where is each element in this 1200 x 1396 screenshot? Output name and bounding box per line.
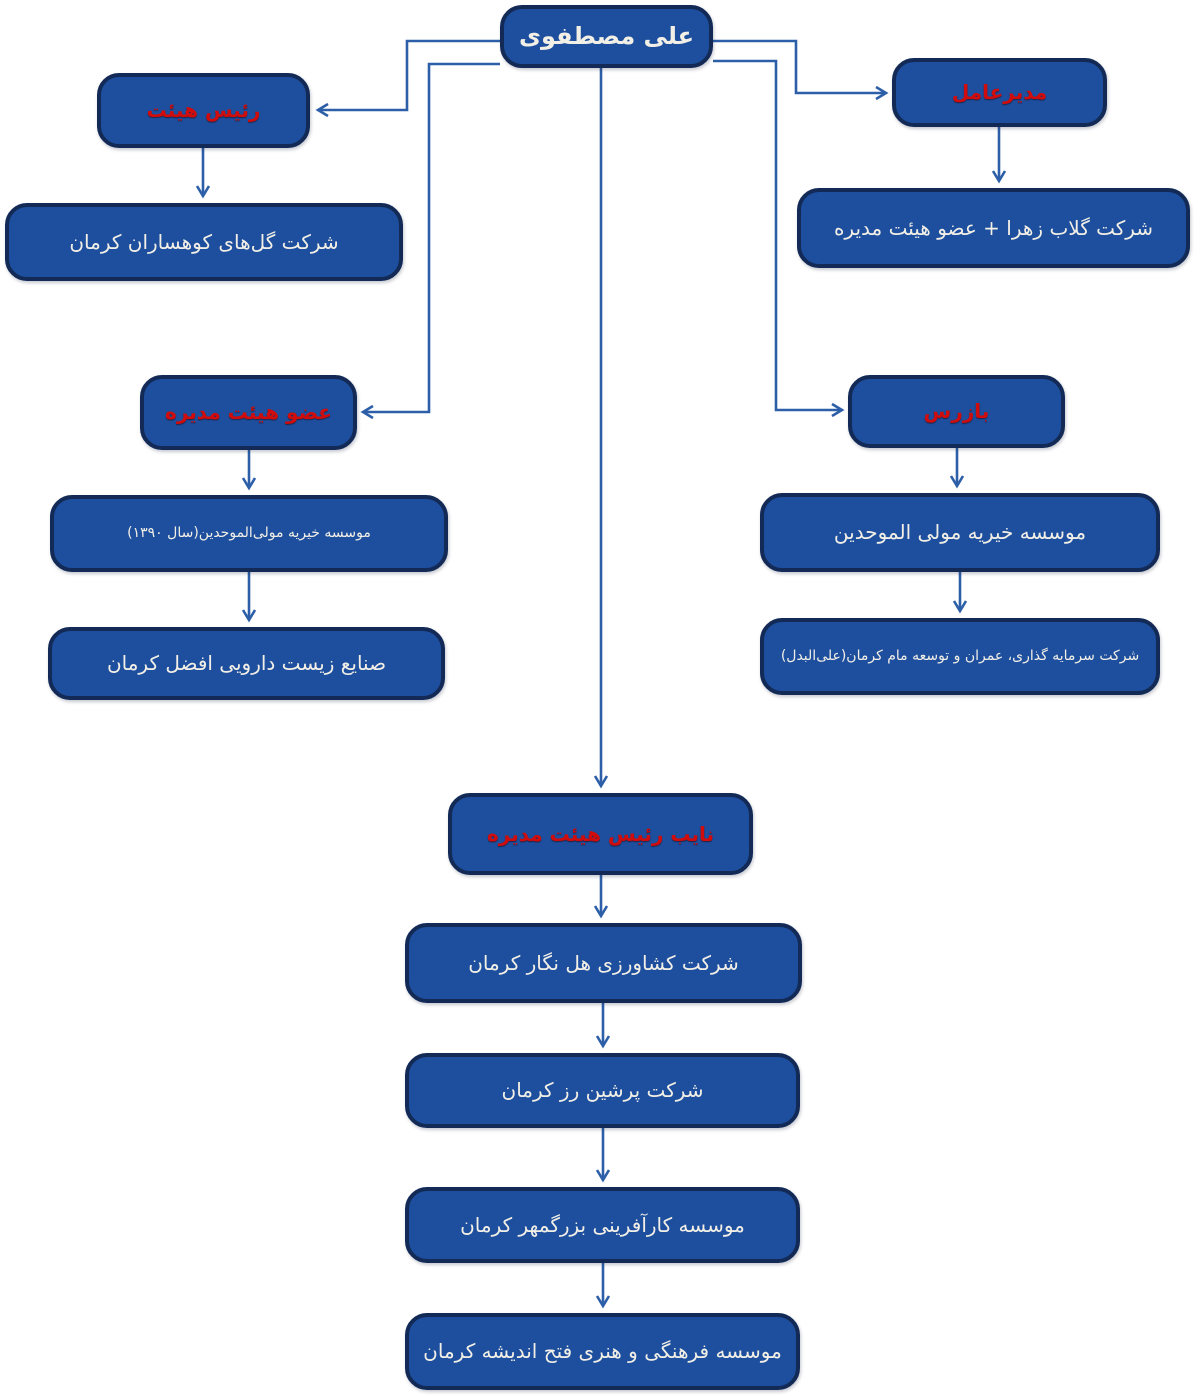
company-label: شرکت کشاورزی هل نگار کرمان: [468, 950, 739, 975]
company-label: شرکت پرشین رز کرمان: [501, 1078, 704, 1102]
node-company-vice-1: شرکت کشاورزی هل نگار کرمان: [405, 923, 802, 1003]
company-label: شرکت گل‌های کوهساران کرمان: [69, 229, 339, 254]
node-company-ceo-1: شرکت گلاب زهرا + عضو هیئت مدیره: [797, 188, 1190, 268]
edge-person-chairman: [315, 39, 500, 118]
node-role-inspector: بازرس: [848, 375, 1065, 448]
company-label: موسسه خیریه مولی‌الموحدین(سال ۱۳۹۰): [127, 525, 371, 542]
role-label: عضو هیئت مدیره: [165, 400, 332, 424]
edge-person-board-member: [360, 62, 500, 420]
node-role-vice-chairman: نایب رئیس هیئت مدیره: [448, 793, 753, 875]
company-label: موسسه کارآفرینی بزرگمهر کرمان: [460, 1212, 745, 1237]
company-label: شرکت گلاب زهرا + عضو هیئت مدیره: [833, 215, 1154, 240]
role-label: مدیرعامل: [951, 80, 1048, 104]
node-company-vice-4: موسسه فرهنگی و هنری فتح اندیشه کرمان: [405, 1313, 800, 1390]
edge-person-inspector: [713, 59, 845, 418]
company-label: صنایع زیست دارویی افضل کرمان: [106, 651, 387, 675]
node-company-board-2: صنایع زیست دارویی افضل کرمان: [48, 627, 445, 700]
node-company-vice-3: موسسه کارآفرینی بزرگمهر کرمان: [405, 1187, 800, 1263]
node-company-inspector-2: شرکت سرمایه گذاری، عمران و توسعه مام کرم…: [760, 618, 1160, 695]
person-label: علی مصطفوی: [518, 22, 695, 51]
node-role-ceo: مدیرعامل: [892, 58, 1107, 127]
role-label: نایب رئیس هیئت مدیره: [486, 821, 715, 846]
node-company-vice-2: شرکت پرشین رز کرمان: [405, 1053, 800, 1128]
company-label: شرکت سرمایه گذاری، عمران و توسعه مام کرم…: [780, 648, 1140, 665]
company-label: موسسه فرهنگی و هنری فتح اندیشه کرمان: [423, 1339, 782, 1363]
role-label: بازرس: [923, 399, 990, 423]
node-company-board-1: موسسه خیریه مولی‌الموحدین(سال ۱۳۹۰): [50, 495, 448, 572]
node-company-chairman-1: شرکت گل‌های کوهساران کرمان: [5, 203, 403, 281]
node-company-inspector-1: موسسه خیریه مولی الموحدین: [760, 493, 1160, 572]
edge-person-ceo: [713, 39, 889, 101]
company-label: موسسه خیریه مولی الموحدین: [833, 520, 1087, 544]
node-role-board-member: عضو هیئت مدیره: [140, 375, 357, 450]
node-role-chairman: رئیس هیئت: [97, 73, 310, 148]
node-person: علی مصطفوی: [500, 5, 713, 68]
role-label: رئیس هیئت: [146, 98, 261, 122]
